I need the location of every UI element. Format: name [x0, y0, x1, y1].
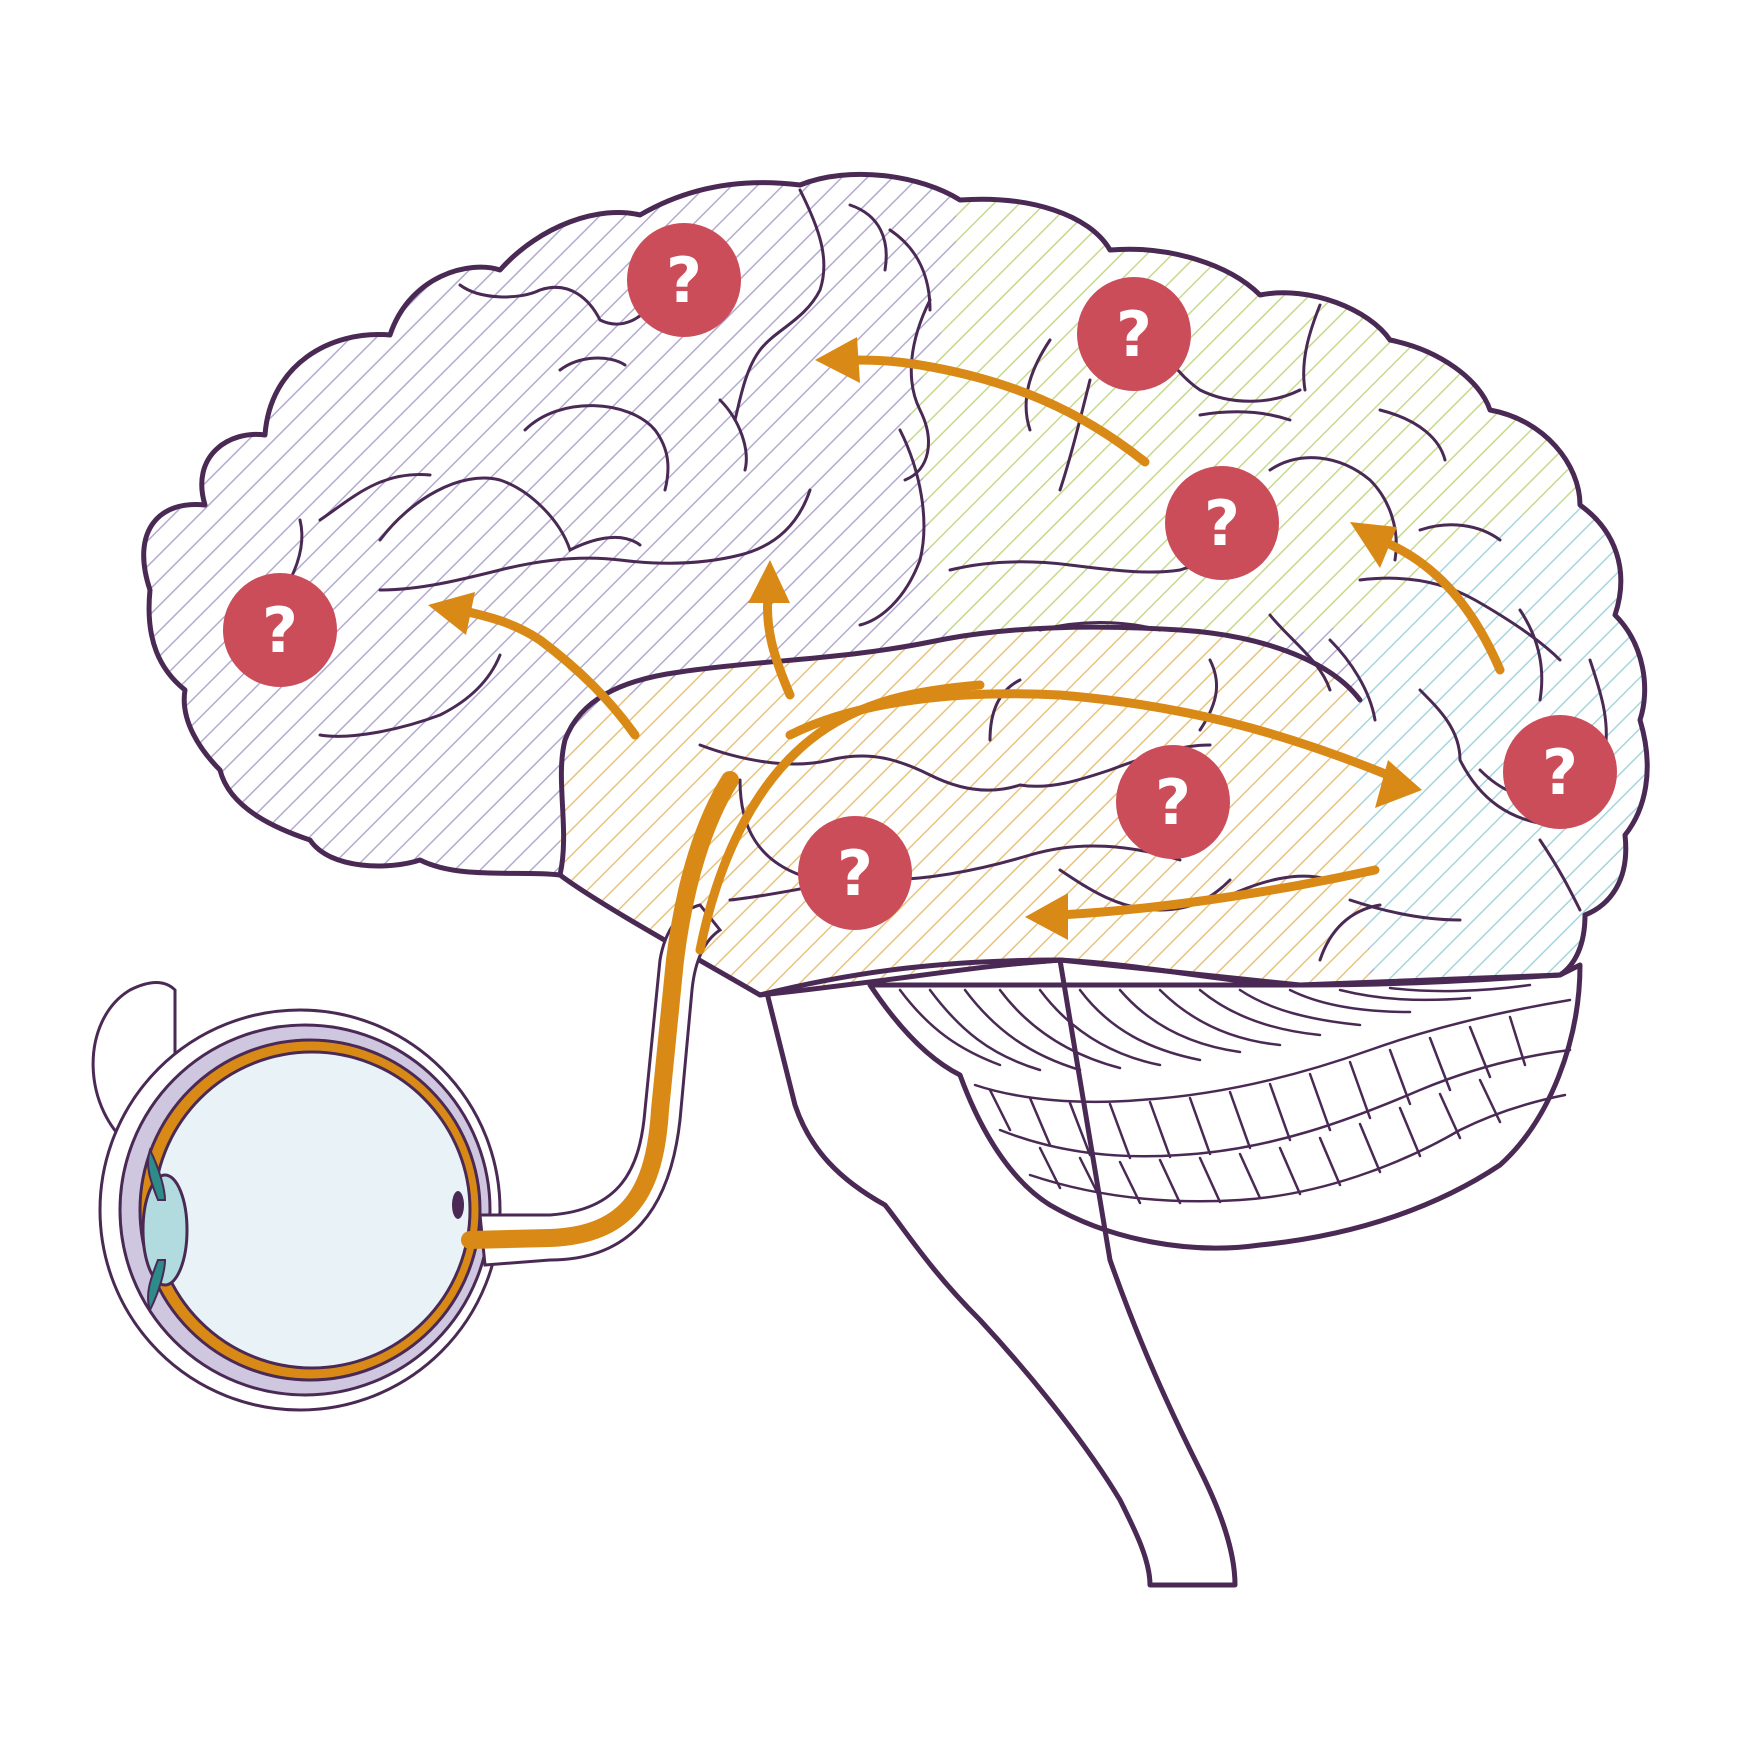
cortex-outline: [141, 171, 1650, 998]
svg-text:?: ?: [262, 594, 298, 667]
question-markers: ? ? ? ? ? ? ?: [223, 223, 1617, 930]
question-marker-temporal-mid: ?: [1116, 745, 1230, 859]
temporal-lobe-underside: [757, 957, 1563, 998]
svg-text:?: ?: [666, 244, 702, 317]
question-marker-parietal-posterior: ?: [1165, 466, 1279, 580]
question-marker-temporal-inferior: ?: [798, 816, 912, 930]
lens: [141, 1173, 189, 1287]
svg-text:?: ?: [1204, 487, 1240, 560]
eye: [91, 981, 502, 1412]
question-marker-frontal-anterior: ?: [223, 573, 337, 687]
question-marker-frontal-upper: ?: [627, 223, 741, 337]
question-marker-parietal-upper: ?: [1077, 277, 1191, 391]
question-marker-occipital: ?: [1503, 715, 1617, 829]
cerebellum: [867, 962, 1583, 1251]
pathway-arrows: [428, 337, 1505, 940]
svg-text:?: ?: [1116, 298, 1152, 371]
svg-text:?: ?: [1542, 736, 1578, 809]
optic-nerve-sheath: [478, 903, 723, 1267]
svg-text:?: ?: [1155, 766, 1191, 839]
svg-text:?: ?: [837, 837, 873, 910]
optic-nerve: [461, 771, 739, 1249]
optic-radiation: [695, 680, 985, 955]
brainstem: [762, 957, 1238, 1588]
lateral-sulcus: [557, 624, 1363, 878]
